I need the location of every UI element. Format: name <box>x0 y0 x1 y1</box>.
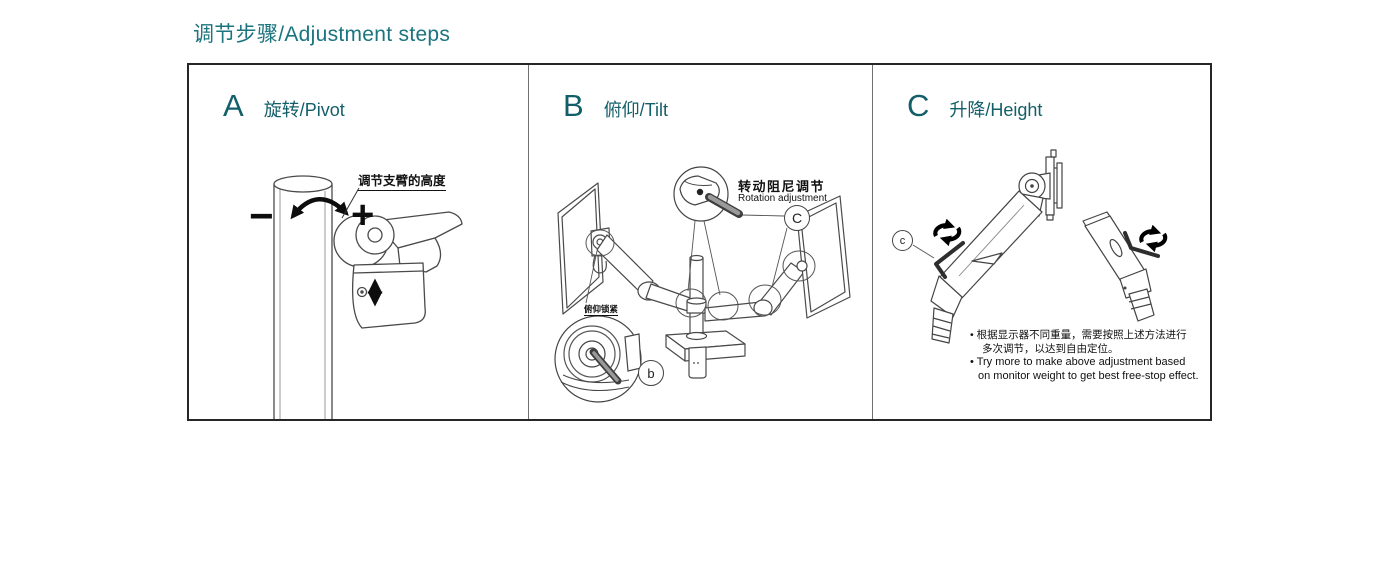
panel-tilt-header: B 俯仰/Tilt <box>563 88 669 123</box>
leader-lines <box>585 214 788 373</box>
step-letter-b: B <box>563 88 584 123</box>
pivot-illustration <box>273 175 463 419</box>
rotation-adjustment-label-en: Rotation adjustment <box>738 193 827 204</box>
note-zh-line1: • 根据显示器不同重量，需要按照上述方法进行 <box>970 329 1187 341</box>
pole <box>273 175 333 419</box>
panel-tilt: B 俯仰/Tilt <box>529 65 873 419</box>
pivot-arm-assembly <box>333 211 463 329</box>
note-en-line2: on monitor weight to get best free-stop … <box>978 369 1199 382</box>
panel-pivot-header: A 旋转/Pivot <box>223 88 345 123</box>
height-illustration <box>912 149 1168 344</box>
callout-circle-c-upper: C <box>784 205 810 231</box>
tilt-lock-label: 俯仰锁紧 <box>584 304 619 316</box>
note-zh-line2: 多次调节，以达到自由定位。 <box>982 342 1119 355</box>
center-pole <box>686 254 707 344</box>
allen-key-icon-left <box>934 241 965 279</box>
gas-spring-arm <box>939 190 1043 299</box>
joint-callout-circles <box>585 229 816 321</box>
tilt-lock-magnifier <box>554 315 642 403</box>
step-title-height: 升降/Height <box>949 100 1043 120</box>
plus-symbol: + <box>351 193 375 237</box>
minus-symbol: − <box>249 192 274 239</box>
callout-circle-b: b <box>638 360 664 386</box>
c-leader-line <box>912 244 935 259</box>
panel-pivot: A 旋转/Pivot <box>189 65 529 419</box>
desk-clamp-base <box>665 330 746 379</box>
pivot-arc-arrow-icon <box>290 197 349 220</box>
arm-height-callout-label: 调节支臂的高度 <box>358 170 446 191</box>
callout-circle-c-lower: c <box>892 230 913 251</box>
right-arm-view <box>1082 211 1155 322</box>
arm-height-leader-line <box>341 187 360 219</box>
adjustment-steps-box: A 旋转/Pivot <box>187 63 1212 421</box>
rotation-arrows-icon-right <box>1139 224 1168 253</box>
rotation-adjustment-magnifier <box>673 166 729 222</box>
panel-height: C 升降/Height <box>873 65 1210 419</box>
step-title-tilt: 俯仰/Tilt <box>603 100 669 120</box>
allen-key-icon-right <box>1123 231 1160 258</box>
step-letter-a: A <box>223 88 244 123</box>
tilt-illustration <box>554 166 851 403</box>
panel-height-header: C 升降/Height <box>907 88 1043 123</box>
page-title: 调节步骤/Adjustment steps <box>193 23 451 46</box>
arm-lower-clamp <box>930 275 963 344</box>
step-letter-c: C <box>907 88 930 123</box>
left-monitor <box>557 182 604 315</box>
allen-key-icon-top <box>705 193 743 218</box>
note-en-line1: • Try more to make above adjustment base… <box>970 356 1186 368</box>
right-arm <box>704 262 805 322</box>
step-title-pivot: 旋转/Pivot <box>263 100 345 120</box>
left-arm <box>596 234 694 313</box>
rotation-adjustment-label-zh: 转动阻尼调节 <box>738 179 826 194</box>
adjustment-notes: • 根据显示器不同重量，需要按照上述方法进行 多次调节，以达到自由定位。 • T… <box>970 329 1199 383</box>
right-monitor <box>796 195 851 319</box>
rotation-arrows-icon-left <box>933 218 962 247</box>
